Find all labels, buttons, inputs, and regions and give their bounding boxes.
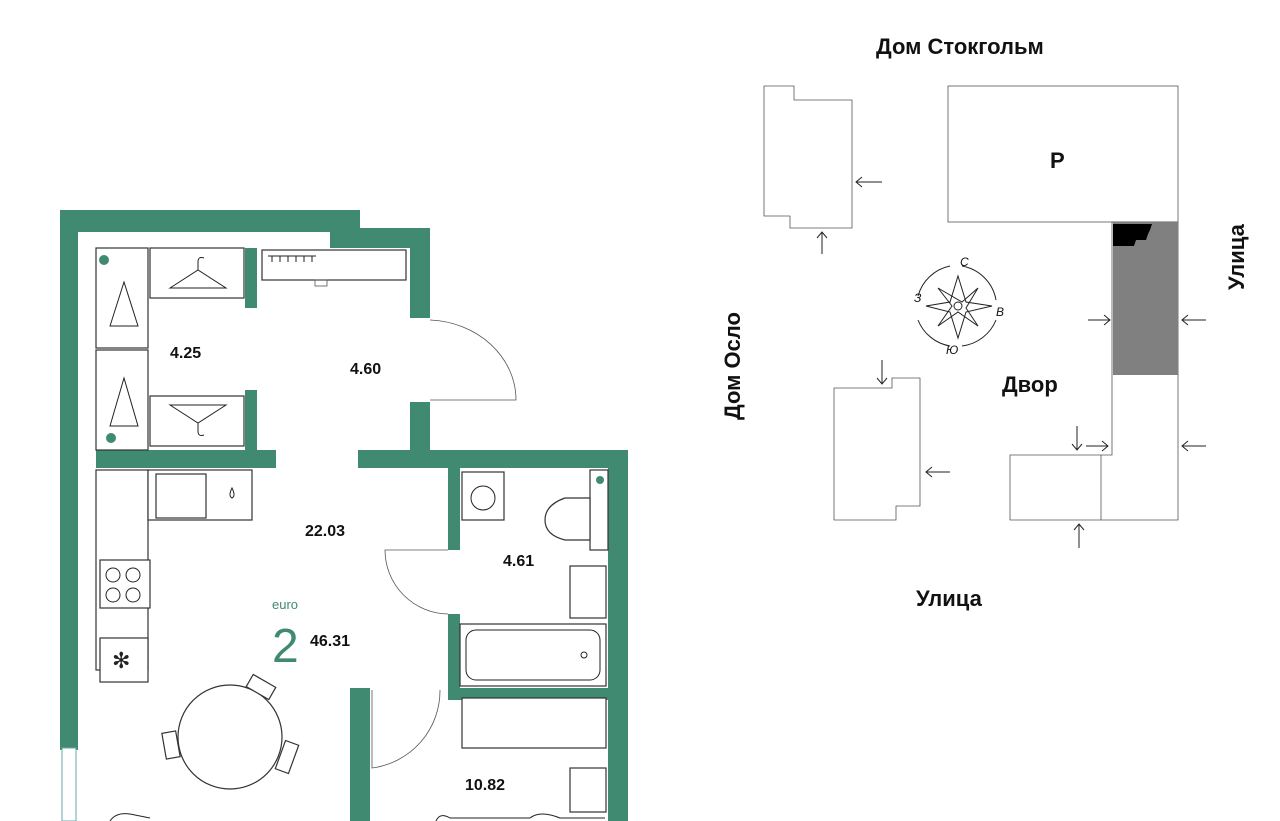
wardrobe-top-2: [149, 247, 245, 299]
burner: [105, 567, 121, 583]
label-right-street: Улица: [1224, 223, 1249, 290]
bed-edge: [435, 813, 605, 821]
armchair-edge: [109, 813, 151, 821]
site-plan: Дом Стокгольм Дом Осло Улица Улица Двор …: [720, 34, 1249, 611]
wall-top-gap: [78, 212, 92, 228]
compass-icon: С Ю З В: [914, 255, 1004, 357]
apartment-type-label: euro: [272, 597, 298, 612]
arrow-icon: [1071, 426, 1083, 451]
bedroom-wardrobe: [461, 697, 607, 749]
arrow-icon: [1181, 314, 1206, 326]
entrance-door: [429, 319, 517, 401]
compass-east: В: [996, 305, 1004, 319]
wall-right: [608, 450, 628, 821]
washing-machine: [461, 471, 505, 521]
arrow-icon: [855, 176, 882, 188]
arrow-icon: [925, 466, 950, 478]
wall-wardrobe-divider: [245, 248, 257, 308]
window-left: [61, 747, 77, 821]
label-top-building: Дом Стокгольм: [876, 34, 1044, 59]
compass-west: З: [914, 291, 922, 305]
wardrobe-bottom-2: [149, 395, 245, 447]
arrow-icon: [1073, 523, 1085, 548]
label-bottom-street: Улица: [916, 586, 983, 611]
stove-icon: [99, 559, 151, 609]
dining-table: [177, 684, 283, 790]
burner: [105, 587, 121, 603]
bathtub: [459, 623, 607, 687]
living-door: [384, 549, 449, 615]
hanger-icon: [109, 280, 139, 327]
apartment-rooms-count: 2: [272, 620, 299, 673]
radiator-fins: [268, 255, 328, 287]
highlight-building: [1113, 222, 1178, 375]
arrow-icon: [1088, 314, 1111, 326]
arrow-icon: [876, 360, 888, 385]
wall-wardrobe-bottom: [96, 450, 276, 468]
label-courtyard: Двор: [1002, 372, 1058, 397]
wall-top-right: [330, 228, 430, 248]
wall-bedroom-left: [350, 688, 370, 821]
building-bottom-left: [833, 377, 921, 521]
area-bathroom: 4.61: [503, 553, 534, 570]
bedroom-door: [371, 689, 441, 769]
bathtub-inner: [465, 629, 601, 681]
wall-left: [60, 210, 78, 750]
apartment-total-area: 46.31: [310, 633, 350, 650]
wall-hall-right-upper: [410, 228, 430, 318]
label-parking: Р: [1050, 148, 1065, 173]
wardrobe-dot-2: [106, 433, 116, 443]
nightstand: [569, 767, 607, 813]
chair: [274, 739, 300, 775]
wall-bath-top: [358, 450, 628, 468]
wall-hall-right-lower: [410, 402, 430, 460]
wall-bath-left-lower: [448, 614, 460, 694]
building-parking: [947, 85, 1179, 223]
arrow-icon: [1181, 440, 1206, 452]
label-left-building: Дом Осло: [720, 312, 745, 420]
chair: [245, 673, 277, 701]
fridge: [99, 637, 149, 683]
bath-dot: [596, 476, 604, 484]
burner: [125, 567, 141, 583]
wardrobe-bottom-1: [95, 349, 149, 451]
water-drop-icon: [229, 486, 235, 499]
hanger-icon: [168, 257, 228, 289]
burner: [125, 587, 141, 603]
wall-bath-left: [448, 462, 460, 550]
area-hall: 4.60: [350, 361, 381, 378]
washbasin: [569, 565, 607, 619]
floor-plan: ✻ 4.25 4.60 22.03 4.61 10.82 euro 2 4: [60, 210, 628, 821]
bathtub-drain: [580, 651, 588, 659]
sink-icon: [155, 473, 207, 519]
wall-wardrobe-divider-2: [245, 390, 257, 460]
wall-bedroom-top: [448, 688, 618, 700]
area-bedroom: 10.82: [465, 777, 505, 794]
area-wardrobe: 4.25: [170, 345, 201, 362]
wall-top: [60, 210, 360, 232]
building-top-left: [763, 85, 853, 229]
snowflake-icon: ✻: [112, 648, 130, 673]
shelf-radiator: [261, 249, 407, 281]
arrow-icon: [816, 231, 828, 254]
hanger-icon: [168, 404, 228, 436]
area-kitchen-living: 22.03: [305, 523, 345, 540]
compass-south: Ю: [946, 343, 958, 357]
compass-north: С: [960, 255, 969, 269]
hanger-icon: [109, 376, 139, 427]
washing-machine-drum: [470, 485, 496, 511]
chair: [161, 730, 181, 760]
entrance-marker: [1113, 224, 1152, 246]
arrow-icon: [1086, 440, 1109, 452]
wardrobe-dot-1: [99, 255, 109, 265]
toilet-icon: [544, 497, 591, 541]
